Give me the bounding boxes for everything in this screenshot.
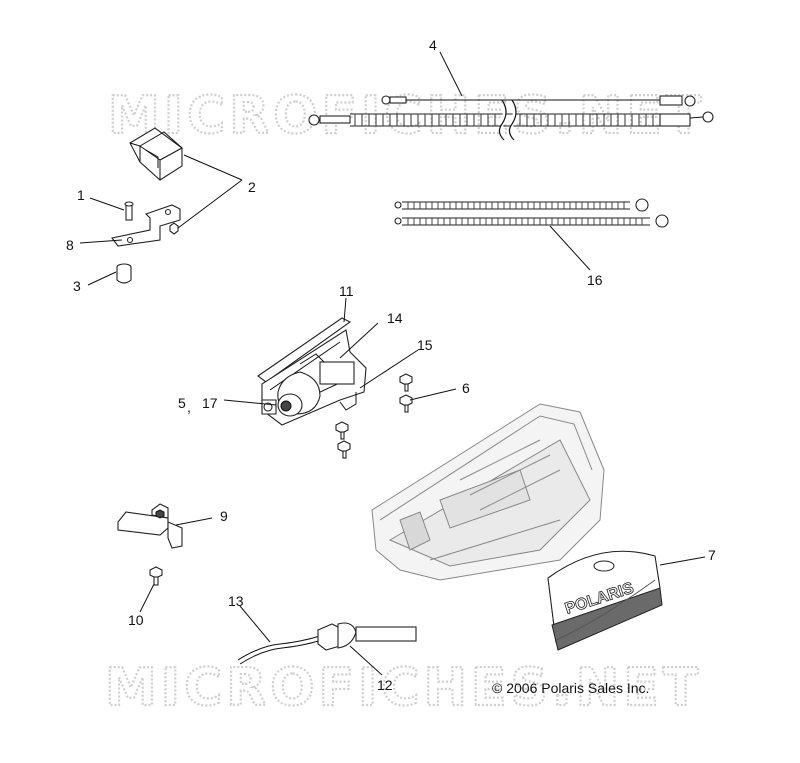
callout-13: 13 xyxy=(228,593,244,609)
callout-10: 10 xyxy=(128,612,144,628)
callout-5: 5 xyxy=(178,395,186,411)
bolt xyxy=(124,201,134,221)
callout-4-label: 4 xyxy=(429,37,437,53)
leader-lines xyxy=(79,51,706,676)
battery-cable-pair xyxy=(394,198,669,228)
copyright-notice: © 2006 Polaris Sales Inc. xyxy=(492,680,649,696)
callout-15: 15 xyxy=(417,337,433,353)
callout-9: 9 xyxy=(220,508,228,524)
nut xyxy=(169,222,179,235)
callout-6: 6 xyxy=(462,380,470,396)
relay-box xyxy=(129,127,183,181)
callout-11: 11 xyxy=(339,283,354,299)
callout-2: 2 xyxy=(248,179,256,195)
callout-12: 12 xyxy=(377,677,393,693)
callout-17: 17 xyxy=(202,395,218,411)
front-panel: POLARIS xyxy=(547,550,663,651)
battery-cable-long xyxy=(308,95,714,141)
callout-1: 1 xyxy=(77,187,85,203)
front-bumper xyxy=(371,403,605,581)
screws xyxy=(335,373,413,459)
callout-8: 8 xyxy=(66,237,74,253)
screw-10 xyxy=(149,566,163,586)
wire-harness xyxy=(237,622,417,665)
callout-3: 3 xyxy=(73,278,81,294)
callout-7: 7 xyxy=(708,547,716,563)
callout-14: 14 xyxy=(387,310,403,326)
watermark-top: MICROFICHES.NET xyxy=(108,86,705,146)
watermark-bottom: MICROFICHES.NET xyxy=(105,658,702,718)
mounting-bracket xyxy=(111,204,181,247)
bushing xyxy=(116,263,132,284)
callout-comma: , xyxy=(187,399,191,415)
callout-16: 16 xyxy=(587,272,603,288)
headlight-assembly xyxy=(257,317,367,426)
license-light xyxy=(117,503,183,549)
